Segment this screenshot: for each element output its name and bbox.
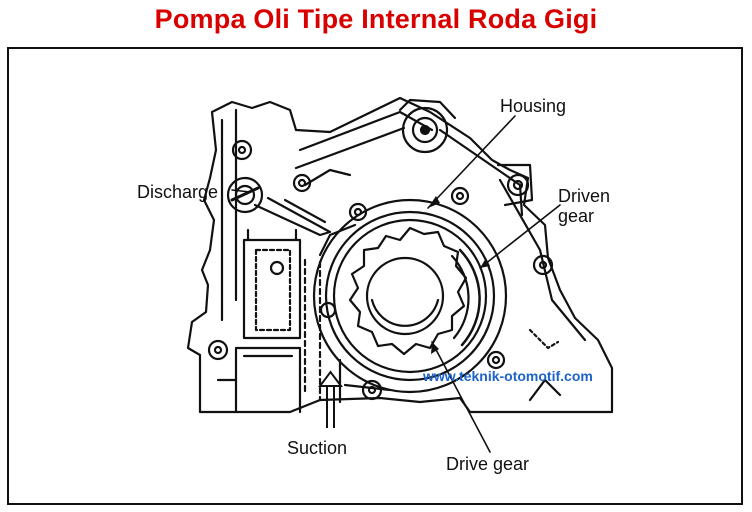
label-drive-gear: Drive gear xyxy=(446,454,530,474)
drive-shaft xyxy=(365,256,445,336)
pump-body-outline xyxy=(186,96,614,414)
label-housing: Housing xyxy=(500,96,567,116)
label-driven-gear: Driven gear xyxy=(558,186,611,226)
diagram-frame xyxy=(7,47,743,505)
drive-gear xyxy=(348,226,468,356)
label-suction: Suction xyxy=(287,438,348,458)
watermark-text: www.teknik-otomotif.com xyxy=(423,368,593,384)
suction-arrow xyxy=(318,370,343,428)
relief-valve-block xyxy=(242,238,302,340)
page-title: Pompa Oli Tipe Internal Roda Gigi xyxy=(154,4,598,34)
pump-housing-ring xyxy=(312,198,508,394)
top-pulley xyxy=(401,106,449,154)
label-discharge: Discharge xyxy=(137,182,219,202)
driven-gear xyxy=(332,218,488,374)
discharge-port xyxy=(226,176,264,214)
